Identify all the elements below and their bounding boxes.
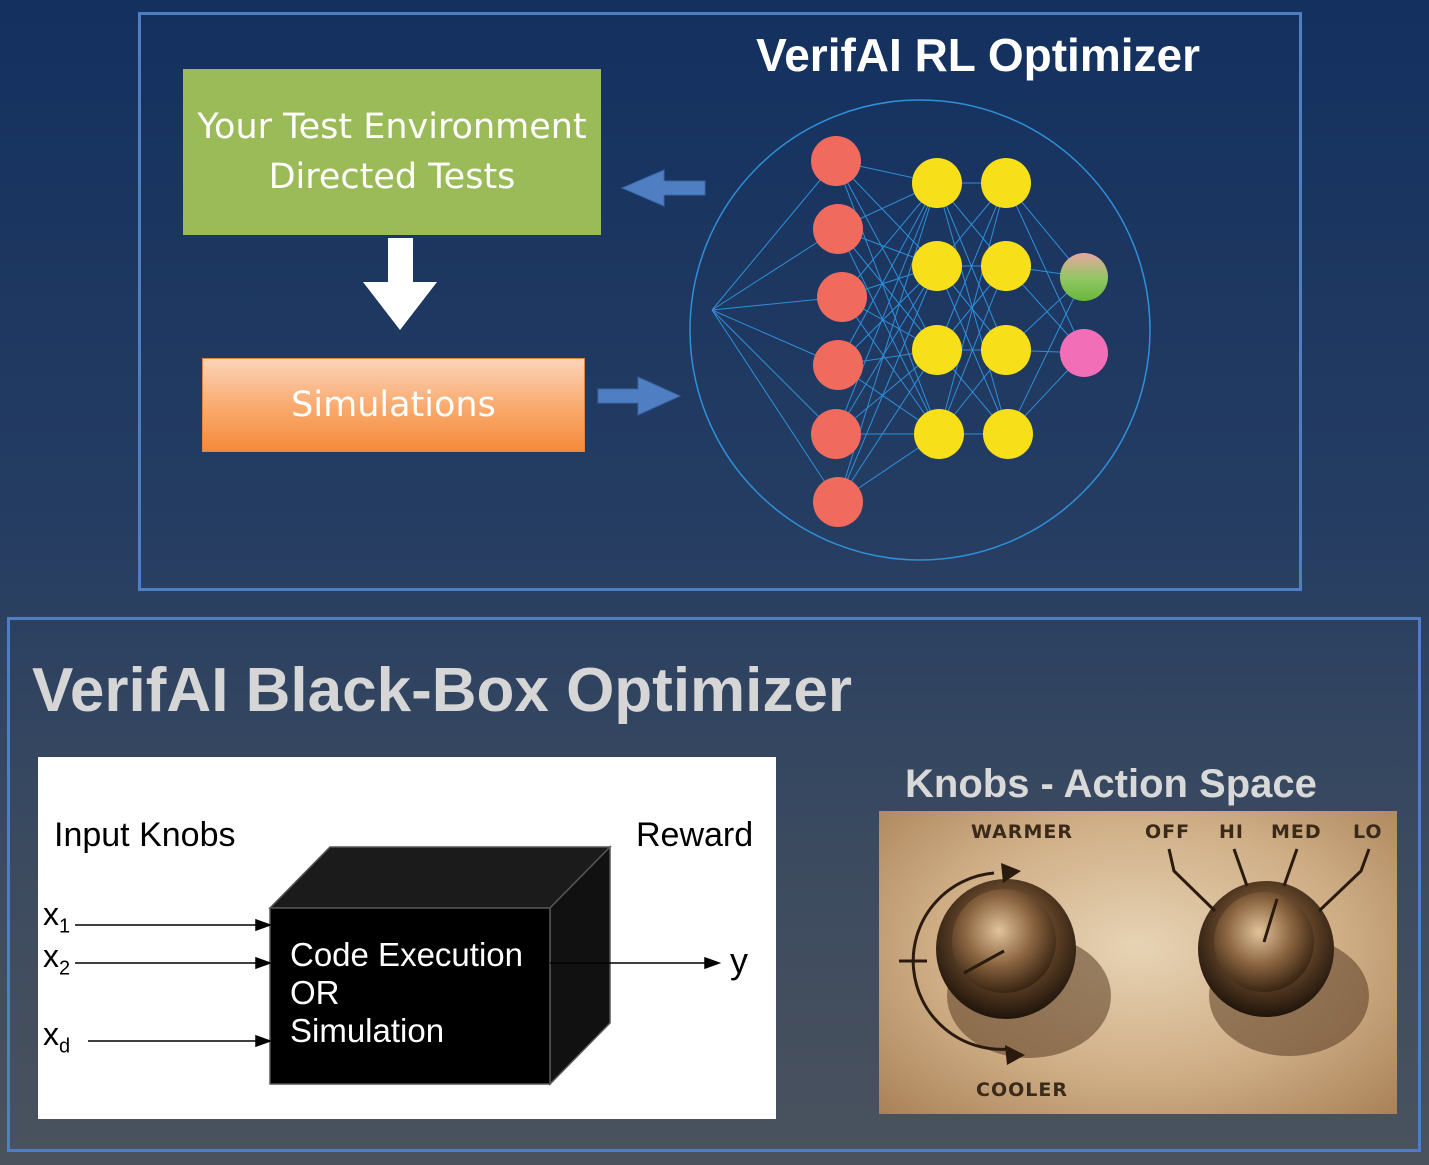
knobs-illustration (899, 848, 1371, 1065)
directed-tests-line: Directed Tests (268, 157, 516, 197)
cooler-arrowhead-icon (1005, 1045, 1025, 1065)
hidden-node (981, 241, 1031, 291)
input-link (711, 309, 839, 503)
down-arrow-icon (363, 238, 437, 330)
hidden-link (938, 265, 1007, 435)
warmer-label: WARMER (971, 821, 1073, 843)
input-link (711, 160, 837, 311)
warmer-arrowhead-icon (1001, 863, 1021, 883)
hidden-link (837, 228, 938, 351)
simulations-box: Simulations (202, 358, 585, 452)
hidden-link (938, 182, 1007, 435)
hidden-node (981, 158, 1031, 208)
input-node (813, 477, 863, 527)
test-environment-box: Your Test Environment Directed Tests (183, 69, 601, 235)
y-output-label: y (730, 940, 748, 981)
neural-network-nodes (811, 136, 1108, 527)
output-node (1060, 253, 1108, 301)
right-arrow-icon (597, 376, 682, 416)
input-node (811, 136, 861, 186)
reward-label: Reward (636, 816, 754, 854)
input-node (813, 340, 863, 390)
hidden-link (837, 265, 938, 503)
output-arrowhead-icon (704, 956, 722, 970)
hidden-node (912, 325, 962, 375)
output-node (1060, 329, 1108, 377)
hidden-link (936, 182, 1007, 351)
hidden-link (835, 265, 938, 435)
hidden-link (837, 228, 940, 435)
right-knob-indicator (1262, 898, 1279, 943)
rl-optimizer-panel (138, 12, 1302, 591)
hidden-link (837, 349, 938, 503)
output-link (1007, 276, 1085, 435)
network-boundary-circle (689, 99, 1151, 561)
med-label: MED (1271, 821, 1322, 843)
cooler-label: COOLER (976, 1079, 1068, 1101)
hidden-link (837, 182, 938, 366)
output-link (1005, 182, 1085, 354)
code-line-1: Code Execution (290, 936, 523, 973)
input-node (817, 272, 867, 322)
knobs-action-space-title: Knobs - Action Space (905, 762, 1317, 806)
code-line-3: Simulation (290, 1012, 445, 1049)
rl-optimizer-title: VerifAI RL Optimizer (756, 29, 1200, 81)
input-node (811, 409, 861, 459)
xd-label: xd (43, 1016, 71, 1058)
hidden-node (912, 158, 962, 208)
med-leader-line (1282, 848, 1299, 887)
blackbox-optimizer-panel (7, 617, 1421, 1152)
input-node (813, 204, 863, 254)
knobs-photo: WARMER COOLER OFF HI MED LO (879, 811, 1397, 1114)
warmer-cooler-arc (911, 871, 1010, 1051)
lo-label: LO (1353, 821, 1383, 843)
x1-label: x1 (43, 896, 71, 938)
hidden-link (835, 160, 938, 351)
left-knob-indicator (963, 949, 1005, 975)
left-arrow-icon (620, 169, 706, 207)
left-knob-cap (952, 889, 1056, 993)
input-link (711, 309, 837, 435)
hidden-link (835, 182, 938, 435)
hidden-node (912, 241, 962, 291)
hi-label: HI (1219, 821, 1244, 843)
code-line-2: OR (290, 974, 340, 1011)
hidden-node (981, 325, 1031, 375)
off-leader-line (1167, 848, 1217, 913)
xd-arrowhead-icon (255, 1034, 273, 1048)
blackbox-optimizer-title: VerifAI Black-Box Optimizer (32, 656, 853, 725)
hidden-node (983, 409, 1033, 459)
x2-arrowhead-icon (255, 956, 273, 970)
x2-label: x2 (43, 938, 71, 980)
code-execution-text: Code Execution OR Simulation (288, 936, 541, 1051)
off-label: OFF (1145, 821, 1191, 843)
neural-network-diagram (689, 99, 1151, 561)
hidden-node (914, 409, 964, 459)
x1-arrowhead-icon (255, 918, 273, 932)
test-environment-line: Your Test Environment (197, 107, 587, 147)
hidden-link (841, 296, 940, 435)
flow-arrows (363, 169, 706, 416)
hidden-link (835, 160, 940, 435)
hi-leader-line (1232, 848, 1249, 887)
lo-leader-line (1317, 848, 1371, 913)
input-knobs-label: Input Knobs (54, 816, 236, 854)
